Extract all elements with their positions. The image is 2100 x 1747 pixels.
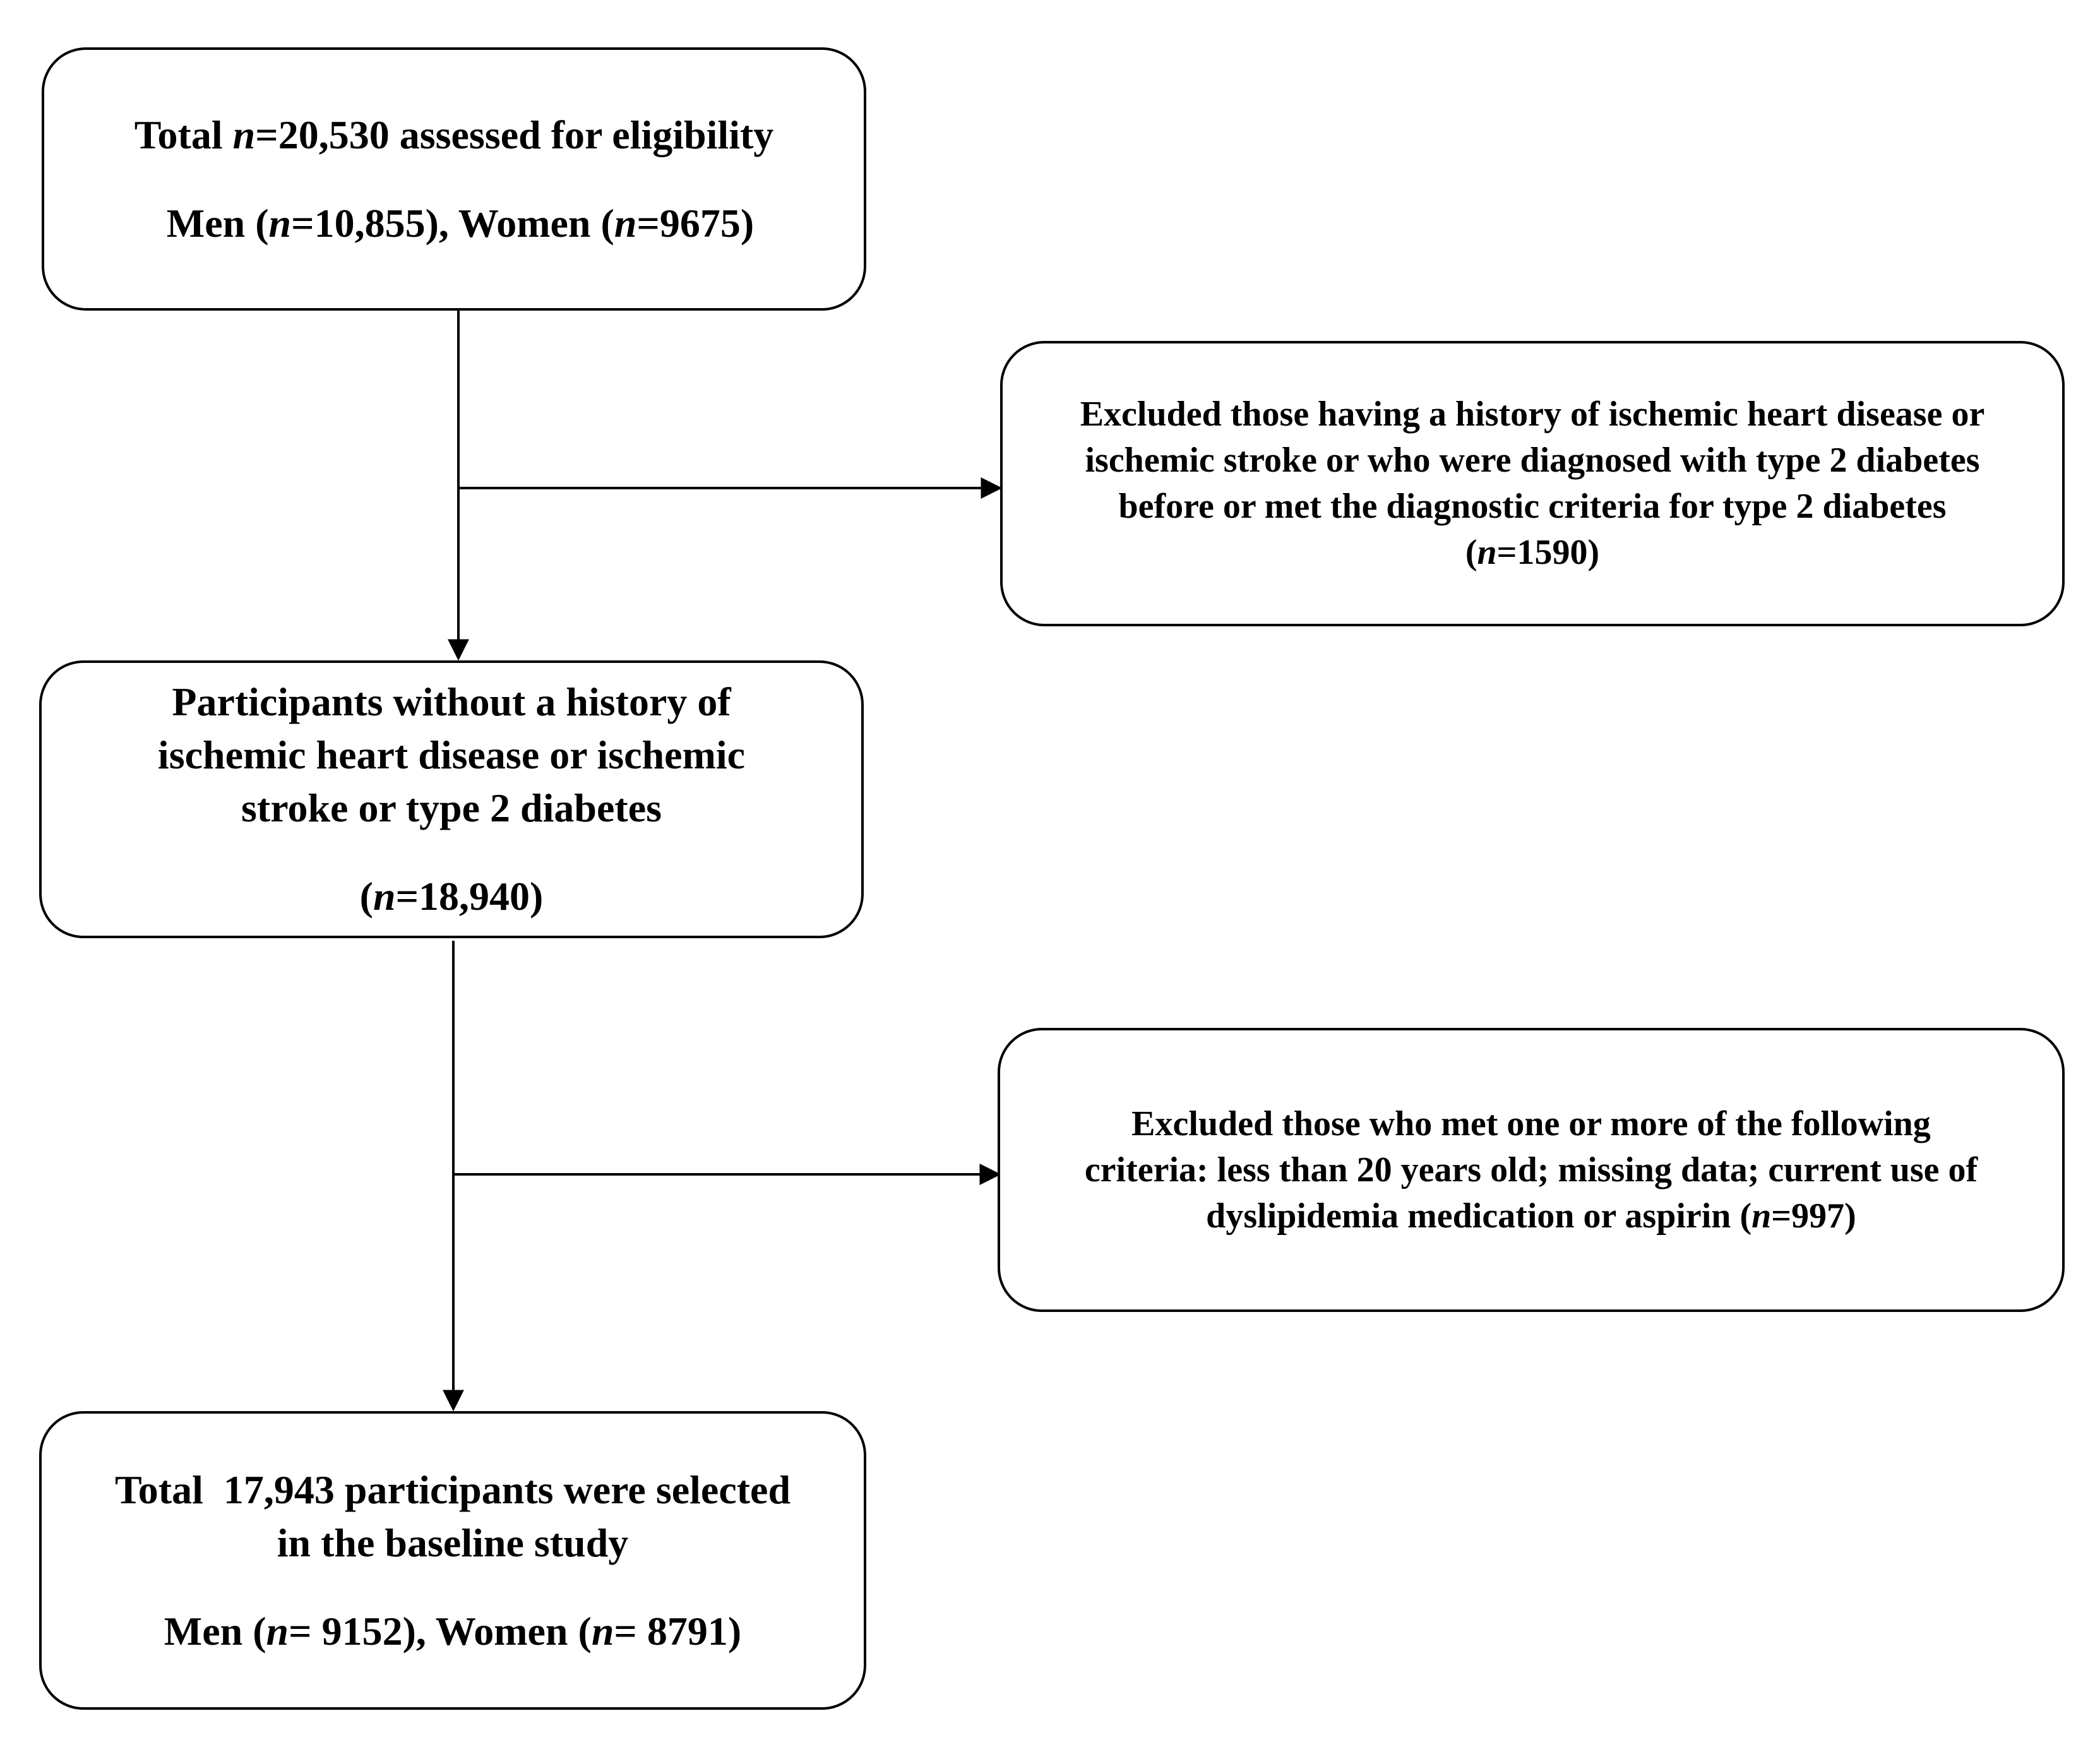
box3-sex-breakdown: Men (n= 9152), Women (n= 8791) (164, 1608, 742, 1654)
exclusion2-line2: criteria: less than 20 years old; missin… (1084, 1150, 1978, 1190)
exclusion1-line3: before or met the diagnostic criteria fo… (1118, 487, 1947, 526)
exclusion1-count: (n=1590) (1465, 533, 1600, 572)
exclusion1-line1: Excluded those having a history of ische… (1080, 395, 1985, 434)
box-exclusion-criteria: Excluded those who met one or more of th… (998, 1028, 2065, 1312)
box2-line1: Participants without a history of (172, 679, 731, 724)
box-selected-baseline: Total 17,943 participants were selected … (39, 1411, 866, 1710)
box2-count: (n=18,940) (359, 874, 544, 919)
box-participants-without-history: Participants without a history of ischem… (39, 660, 864, 938)
exclusion1-line2: ischemic stroke or who were diagnosed wi… (1085, 441, 1980, 480)
exclusion2-line1: Excluded those who met one or more of th… (1131, 1104, 1931, 1143)
box-exclusion-history: Excluded those having a history of ische… (1000, 341, 2065, 626)
box2-line2: ischemic heart disease or ischemic (157, 732, 746, 777)
box-assessed-for-eligibility: Total n=20,530 assessed for eligibility … (42, 47, 866, 311)
assessed-sex-breakdown: Men (n=10,855), Women (n=9675) (166, 200, 755, 246)
box3-line2: in the baseline study (277, 1520, 629, 1565)
box3-line1: Total 17,943 participants were selected (114, 1467, 791, 1512)
exclusion2-line3: dyslipidemia medication or aspirin (n=99… (1206, 1196, 1856, 1236)
assessed-total: Total n=20,530 assessed for eligibility (134, 112, 774, 157)
box2-line3: stroke or type 2 diabetes (241, 785, 662, 830)
